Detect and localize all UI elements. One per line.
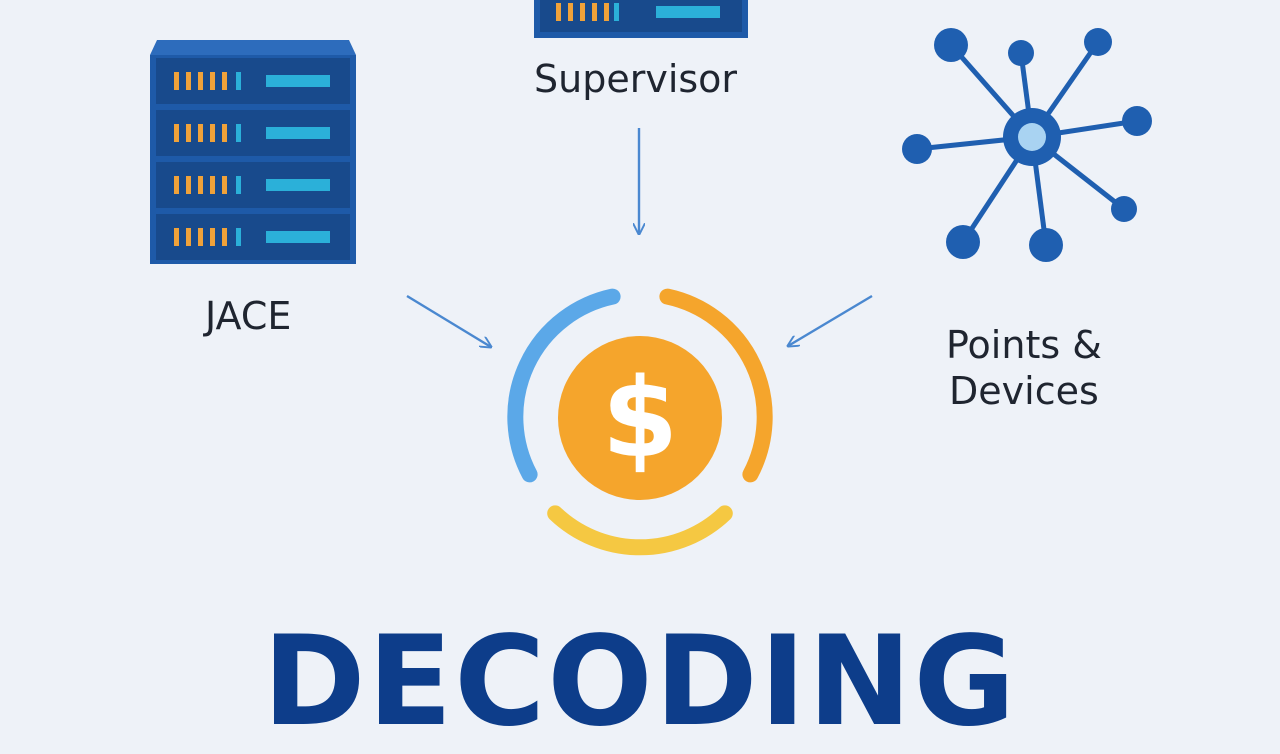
rack-status-bar — [266, 127, 330, 139]
rack-led — [210, 228, 215, 246]
network-node — [1029, 228, 1063, 262]
network-hub-center — [1018, 123, 1046, 151]
supervisor-server-icon — [534, 0, 748, 38]
rack-led-cyan — [236, 124, 241, 142]
jace-label: JACE — [205, 294, 292, 338]
diagram-canvas: $ — [150, 0, 1152, 556]
network-node — [934, 28, 968, 62]
rack-led — [186, 176, 191, 194]
rack-led — [174, 124, 179, 142]
rack-led — [222, 124, 227, 142]
rack-led-cyan — [236, 72, 241, 90]
rack-status-bar — [266, 179, 330, 191]
yellow-arc — [547, 505, 733, 556]
rack-led — [174, 228, 179, 246]
rack-status-bar — [266, 75, 330, 87]
rack-led — [222, 176, 227, 194]
orange-arc — [659, 288, 773, 483]
network-node — [1122, 106, 1152, 136]
network-node — [946, 225, 980, 259]
arrow-icon — [406, 128, 873, 347]
supervisor-label: Supervisor — [534, 57, 738, 101]
rack-led — [198, 124, 203, 142]
rack-led — [198, 72, 203, 90]
dollar-coin-icon — [558, 336, 722, 500]
decoding-headline: DECODING — [262, 610, 1018, 754]
center-coin-group: $ — [507, 288, 773, 556]
network-hub-icon — [902, 28, 1152, 262]
blue-arc — [507, 288, 621, 483]
jace-server-rack-icon — [150, 40, 356, 264]
rack-led — [210, 72, 215, 90]
network-node — [1008, 40, 1034, 66]
points-label-line2: Devices — [949, 369, 1099, 413]
network-node — [1111, 196, 1137, 222]
network-node — [902, 134, 932, 164]
rack-led — [198, 228, 203, 246]
rack-led-cyan — [236, 176, 241, 194]
rack-led — [222, 72, 227, 90]
rack-led — [198, 176, 203, 194]
rack-led — [210, 124, 215, 142]
rack-led — [174, 72, 179, 90]
rack-led — [222, 228, 227, 246]
rack-led — [174, 176, 179, 194]
rack-led — [186, 228, 191, 246]
rack-led — [186, 124, 191, 142]
rack-led — [210, 176, 215, 194]
points-label-line1: Points & — [946, 323, 1102, 367]
network-node — [1084, 28, 1112, 56]
rack-led — [186, 72, 191, 90]
points-devices-label: Points & Devices — [946, 322, 1102, 414]
rack-status-bar — [266, 231, 330, 243]
rack-led-cyan — [236, 228, 241, 246]
dollar-symbol: $ — [602, 354, 679, 482]
